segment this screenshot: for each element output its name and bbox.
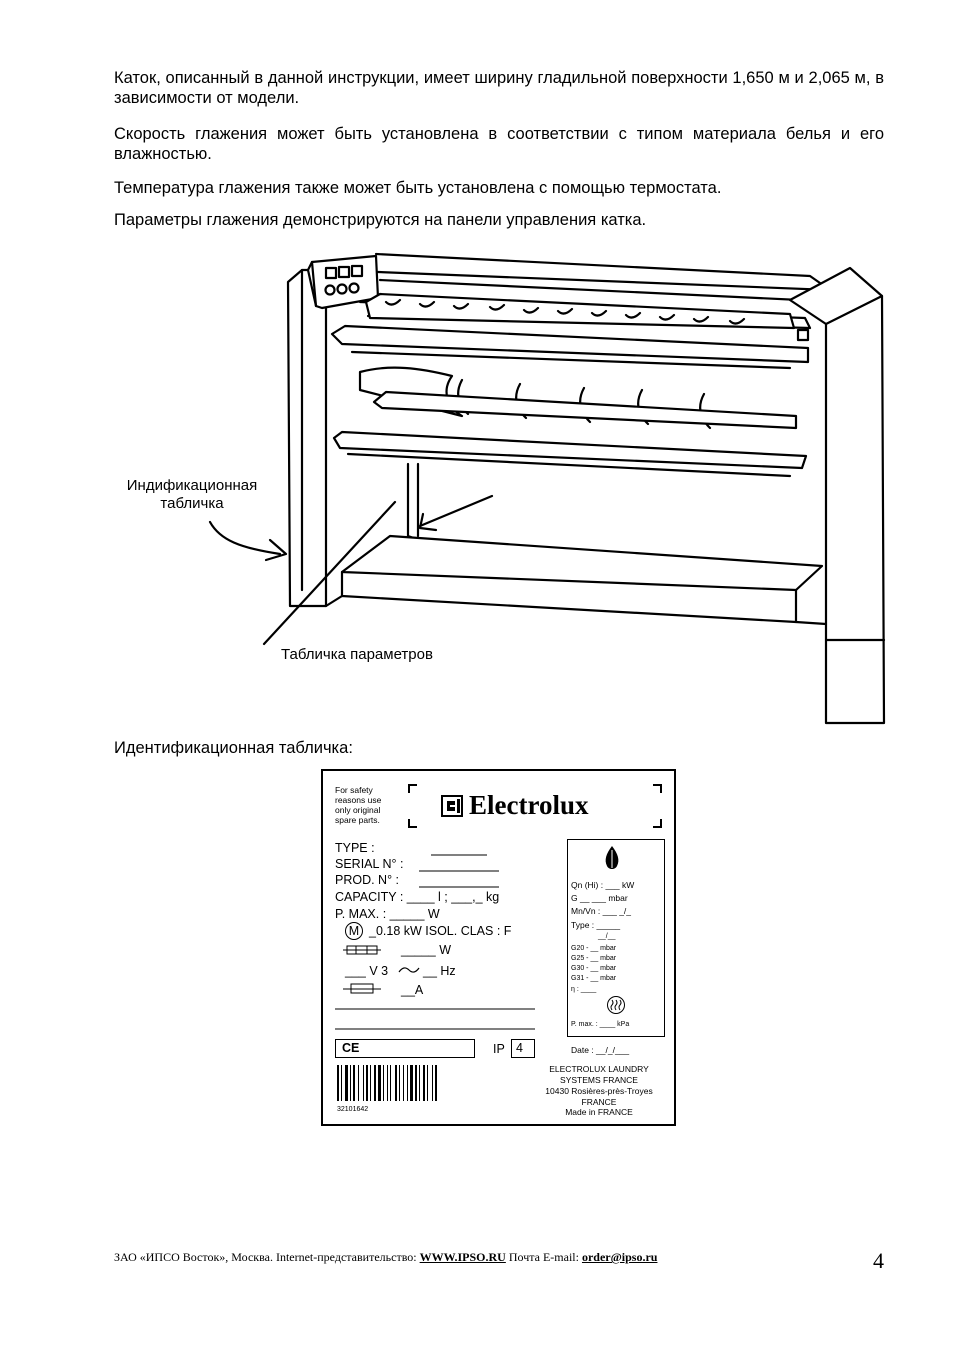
field-pmax: P. MAX. : _____ W — [335, 907, 440, 921]
safety-line-4: spare parts. — [335, 815, 380, 825]
field-heat-w: _____ W — [401, 943, 452, 957]
motor-symbol: M — [345, 922, 363, 940]
label-params-plate: Табличка параметров — [281, 646, 433, 663]
footer-email-link[interactable]: order@ipso.ru — [581, 1250, 658, 1264]
field-underlines — [419, 854, 499, 888]
footer: ЗАО «ИПСО Восток», Москва. Internet-пред… — [114, 1250, 657, 1265]
paragraph-temperature: Температура глажения также может быть ус… — [114, 179, 722, 197]
maker-line-2: SYSTEMS FRANCE — [560, 1075, 638, 1085]
paragraph-parameters: Параметры глажения демонстрируются на па… — [114, 211, 647, 229]
plate-heading: Идентификационная табличка: — [114, 739, 353, 757]
identification-plate: For safety reasons use only original spa… — [321, 769, 676, 1126]
maker-line-3: 10430 Rosières-près-Troyes — [545, 1086, 653, 1096]
brand-name: Electrolux — [469, 790, 589, 820]
ce-mark: CE — [342, 1041, 360, 1055]
field-capacity: CAPACITY : ____ l ; ___,_ kg — [335, 890, 500, 904]
safety-line-1: For safety — [335, 785, 373, 795]
fuse-icon — [343, 983, 381, 994]
gas-g31: G31 - __ mbar — [571, 975, 617, 982]
ironer-illustration — [208, 252, 886, 725]
paragraph-width: Каток, описанный в данной инструкции, им… — [114, 69, 884, 107]
barcode-number: 32101642 — [337, 1106, 369, 1113]
blank-lines — [335, 1008, 535, 1030]
gas-eta: η : ____ — [571, 986, 597, 993]
heat-symbol-icon — [607, 996, 625, 1014]
ip-box: 4 — [511, 1039, 535, 1058]
gas-mnvn: Mn/Vn : ___ _/_ — [571, 906, 632, 916]
barcode — [337, 1065, 437, 1101]
gas-g: G __ ___ mbar — [571, 893, 628, 903]
electrolux-logo-icon — [441, 795, 463, 817]
safety-line-3: only original — [335, 805, 381, 815]
gas-blank: __/__ — [598, 933, 616, 940]
footer-prefix: ЗАО «ИПСО Восток», Москва. Internet-пред… — [114, 1250, 420, 1264]
ip-value: 4 — [516, 1041, 523, 1055]
footer-site-link[interactable]: WWW.IPSO.RU — [419, 1250, 506, 1264]
safety-line-2: reasons use — [335, 795, 382, 805]
gas-g30: G30 - __ mbar — [571, 965, 617, 972]
ce-box: CE — [335, 1039, 475, 1058]
maker-line-1: ELECTROLUX LAUNDRY — [549, 1064, 649, 1074]
maker-line-5: Made in FRANCE — [565, 1107, 633, 1117]
field-hz: __ Hz — [423, 964, 456, 978]
paragraph-speed: Скорость глажения может быть установлена… — [114, 125, 884, 163]
field-prod: PROD. N° : — [335, 873, 400, 887]
footer-mail-label: Почта E-mail: — [505, 1250, 582, 1264]
field-type: TYPE : — [335, 841, 375, 855]
field-serial: SERIAL N° : — [335, 857, 404, 871]
field-volt: ___ V 3 — [345, 964, 389, 978]
field-motor: _0.18 kW ISOL. CLAS : F — [369, 924, 512, 938]
field-amp: __A — [401, 983, 424, 997]
tilde-icon — [398, 967, 420, 973]
maker-line-4: FRANCE — [581, 1097, 617, 1107]
gas-g25: G25 - __ mbar — [571, 955, 617, 962]
gas-type: Type : _____ — [571, 920, 621, 930]
date-field: Date : __/_/___ — [571, 1045, 630, 1055]
gas-pmax: P. max. : ____ kPa — [571, 1021, 630, 1028]
heater-icon — [343, 945, 381, 955]
page-number: 4 — [873, 1248, 884, 1273]
ip-label: IP — [493, 1042, 505, 1056]
brand-corner-marks — [408, 784, 662, 828]
flame-icon — [605, 846, 619, 869]
gas-g20: G20 - __ mbar — [571, 945, 617, 952]
label-id-plate: Индификационная табличка — [126, 477, 258, 512]
gas-data-box: Qn (Hi) : ___ kW G __ ___ mbar Mn/Vn : _… — [567, 839, 665, 1037]
gas-qn: Qn (Hi) : ___ kW — [571, 880, 635, 890]
